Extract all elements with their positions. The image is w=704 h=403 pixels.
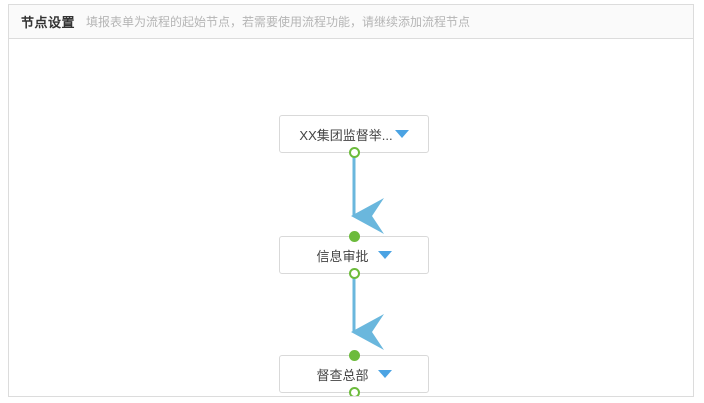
caret-down-icon[interactable] <box>394 130 409 138</box>
caret-down-icon[interactable] <box>377 370 392 378</box>
node-input-port[interactable] <box>348 231 360 242</box>
node-input-port[interactable] <box>348 350 360 361</box>
flow-node-approval[interactable]: 信息审批 <box>279 231 429 279</box>
flow-node-label: 信息审批 <box>316 248 369 264</box>
node-settings-panel: 节点设置 填报表单为流程的起始节点，若需要使用流程功能，请继续添加流程节点 XX… <box>8 4 694 397</box>
flow-node-start[interactable]: XX集团监督举... <box>279 115 429 158</box>
flow-node-headquarters[interactable]: 督查总部 <box>279 350 429 396</box>
flow-node-label: XX集团监督举... <box>299 127 393 143</box>
node-output-port[interactable] <box>348 387 360 396</box>
panel-header: 节点设置 填报表单为流程的起始节点，若需要使用流程功能，请继续添加流程节点 <box>9 5 693 39</box>
node-output-port[interactable] <box>348 147 360 158</box>
page-title: 节点设置 <box>21 15 76 30</box>
flow-connectors <box>351 155 384 350</box>
panel-header-hint: 填报表单为流程的起始节点，若需要使用流程功能，请继续添加流程节点 <box>86 15 471 29</box>
flow-canvas[interactable]: XX集团监督举... 信息审批 督查总部 <box>9 39 693 396</box>
node-output-port[interactable] <box>348 268 360 279</box>
flow-node-label: 督查总部 <box>316 367 369 383</box>
caret-down-icon[interactable] <box>377 251 392 259</box>
